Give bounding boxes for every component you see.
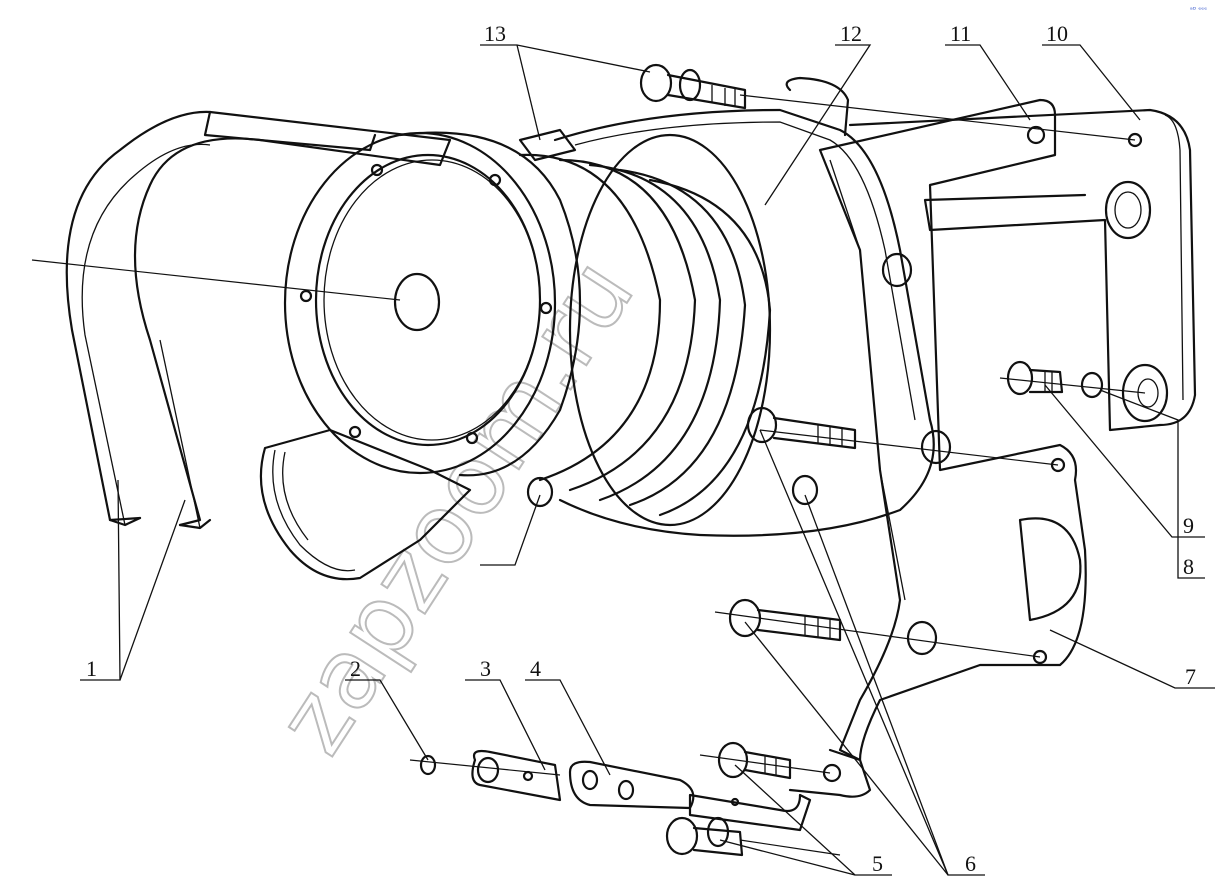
callout-9: 9: [1183, 513, 1194, 538]
callout-2: 2: [350, 656, 361, 681]
callout-labels: 1 2 3 4 5 6 7 8 9 10 11 12 13: [86, 21, 1196, 876]
callout-7: 7: [1185, 664, 1196, 689]
callout-4: 4: [530, 656, 541, 681]
bolt-long-upper: [746, 406, 857, 450]
pump-body-rings: [518, 133, 772, 527]
axis-lines: [31, 94, 1146, 856]
callout-11: 11: [950, 21, 971, 46]
callout-12: 12: [840, 21, 862, 46]
bolt-bottom-5: [665, 816, 744, 857]
bolt-long-lower: [728, 598, 842, 642]
part-12-housing: [553, 76, 935, 537]
callout-5: 5: [872, 851, 883, 876]
callout-1: 1: [86, 656, 97, 681]
corner-mark: ᵃᴰ ᵉᵉᵉ: [1190, 6, 1207, 14]
callout-13: 13: [484, 21, 506, 46]
part-1-hose: [65, 110, 452, 530]
bolt-top-13: [639, 63, 747, 110]
callout-10: 10: [1046, 21, 1068, 46]
bolt-9: [1006, 360, 1064, 396]
leader-lines: [80, 44, 1215, 876]
adjusting-link: [419, 748, 872, 832]
callout-6: 6: [965, 851, 976, 876]
pump-pulley: [283, 131, 582, 477]
callout-3: 3: [480, 656, 491, 681]
small-fastener-13: [518, 128, 952, 656]
part-7-plate: [818, 98, 1087, 762]
callout-8: 8: [1183, 554, 1194, 579]
inlet-elbow: [259, 428, 472, 581]
bolt-lower-5: [717, 741, 792, 780]
watermark: zapzoom.ru: [255, 240, 655, 773]
part-10-bracket: [848, 108, 1197, 432]
